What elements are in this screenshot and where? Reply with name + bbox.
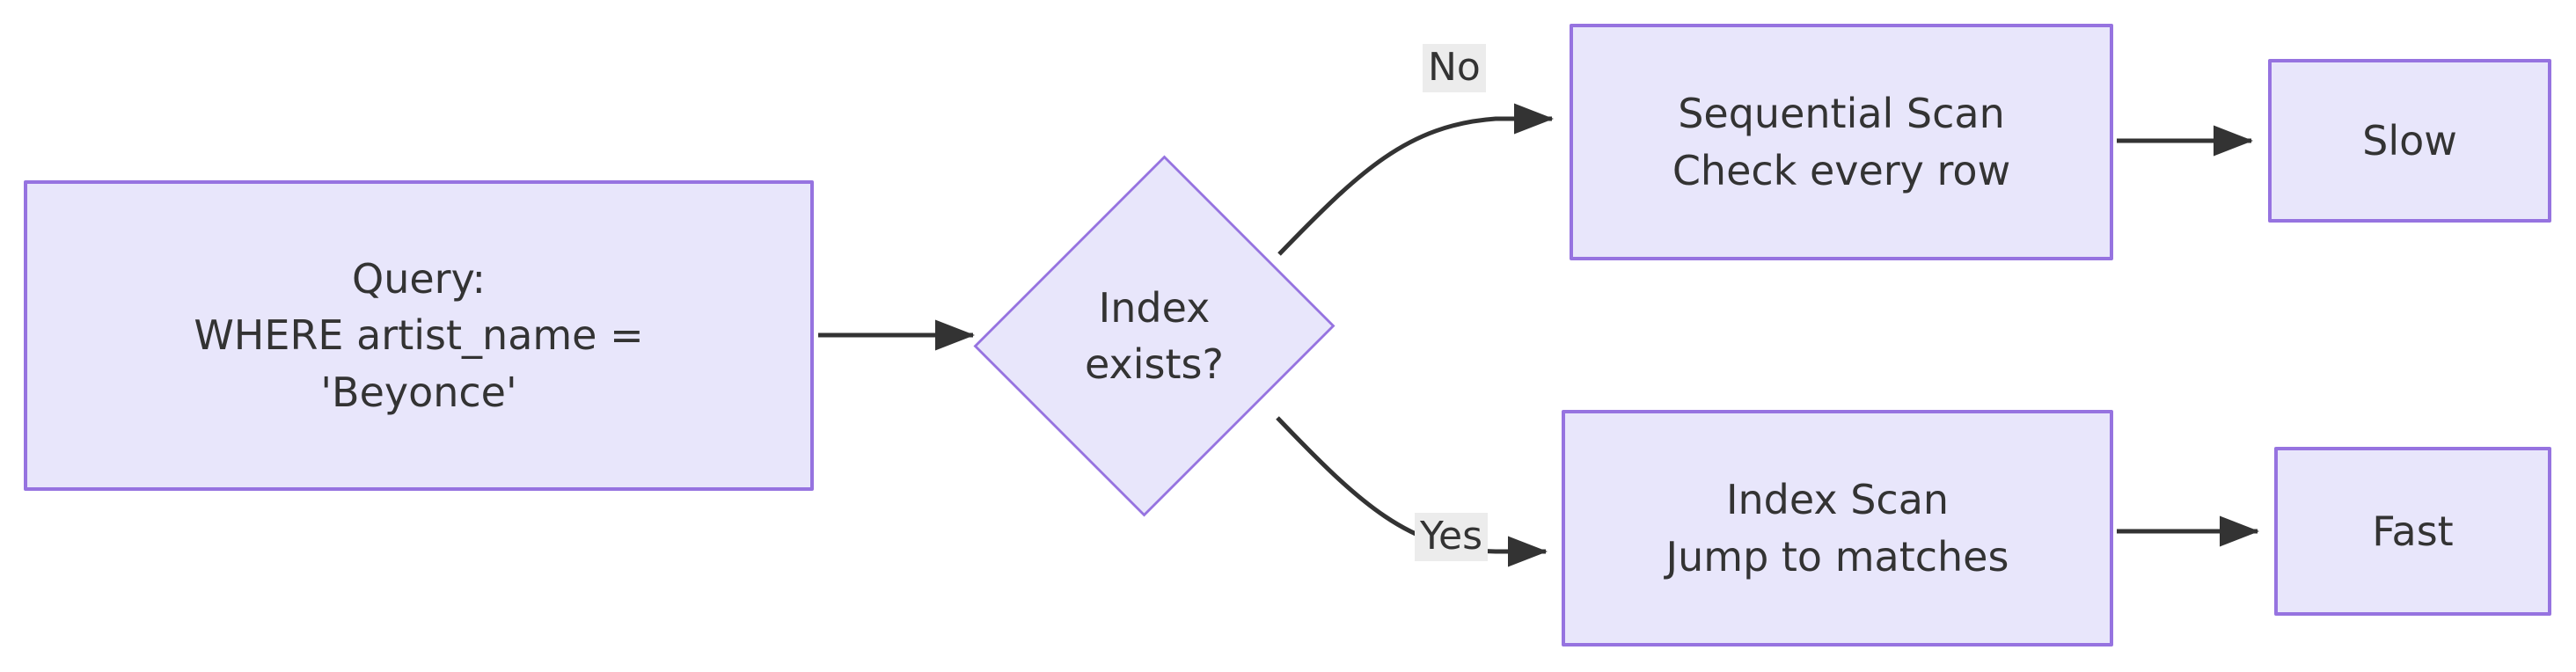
node-seqscan-line-2: Check every row [1672, 146, 2011, 194]
node-idxscan-line-2: Jump to matches [1665, 532, 2009, 581]
node-idxscan-line-1: Index Scan [1725, 476, 1950, 524]
node-decision-line-2: exists? [1085, 340, 1224, 388]
node-index-exists-decision[interactable]: Index exists? [973, 145, 1336, 527]
node-slow-label: Slow [2362, 116, 2457, 164]
node-query-line-2: WHERE artist_name = [194, 311, 644, 360]
node-seqscan-line-1: Sequential Scan [1678, 90, 2005, 138]
edge-label-no: No [1423, 44, 1486, 92]
node-query-line-3: 'Beyonce' [320, 368, 517, 416]
node-slow[interactable]: Slow [2268, 59, 2551, 223]
node-fast-label: Fast [2372, 507, 2454, 555]
node-decision-line-1: Index [1098, 283, 1211, 332]
node-sequential-scan[interactable]: Sequential Scan Check every row [1570, 24, 2113, 260]
node-query-line-1: Query: [352, 254, 486, 303]
node-fast[interactable]: Fast [2274, 447, 2551, 616]
node-index-scan[interactable]: Index Scan Jump to matches [1562, 410, 2113, 646]
edge-label-yes: Yes [1415, 513, 1489, 561]
node-query[interactable]: Query: WHERE artist_name = 'Beyonce' [24, 180, 814, 491]
